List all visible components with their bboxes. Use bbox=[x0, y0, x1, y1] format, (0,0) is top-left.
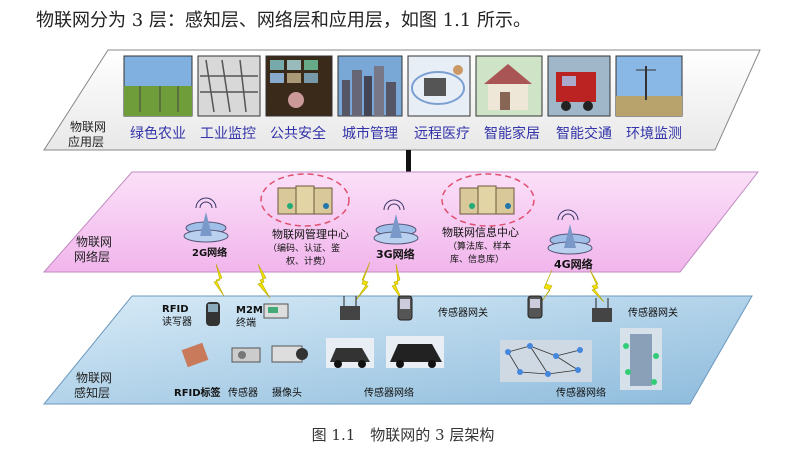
mgmt-center-desc-2: 权、计费） bbox=[286, 255, 331, 267]
mgmt-center-title: 物联网管理中心 bbox=[272, 227, 349, 241]
app-layer-label-2: 应用层 bbox=[68, 134, 104, 149]
net-2g-label: 2G网络 bbox=[192, 246, 227, 259]
router-icon bbox=[592, 298, 612, 322]
industry-image bbox=[197, 55, 261, 117]
sensor-network-label-1: 传感器网络 bbox=[364, 386, 414, 399]
app-item: 公共安全 bbox=[270, 125, 326, 142]
net-4g-label: 4G网络 bbox=[554, 257, 593, 271]
perception-layer-label-1: 物联网 bbox=[76, 371, 112, 385]
app-item: 工业监控 bbox=[200, 126, 256, 142]
m2m-terminal-icon bbox=[263, 303, 289, 319]
app-item: 智能家居 bbox=[484, 125, 540, 142]
intro-text: 物联网分为 3 层：感知层、网络层和应用层，如图 1.1 所示。 bbox=[36, 10, 531, 31]
app-item: 环境监测 bbox=[626, 126, 682, 142]
perception-layer-label-2: 感知层 bbox=[74, 385, 110, 400]
lightning-icon bbox=[589, 269, 605, 303]
agriculture-image bbox=[123, 55, 193, 117]
app-items: 绿色农业 工业监控 公共安全 城市管理 远程医疗 智能家居 智能交通 环境监测 bbox=[130, 125, 682, 142]
m2m-label-1: M2M bbox=[236, 305, 263, 316]
mobile-device-icon bbox=[397, 295, 413, 321]
network-layer-label-1: 物联网 bbox=[76, 235, 112, 249]
server-cluster-icon bbox=[277, 185, 333, 215]
traffic-image bbox=[547, 55, 611, 117]
layer-connector bbox=[406, 150, 411, 174]
lightning-icon bbox=[213, 263, 225, 297]
m2m-label-2: 终端 bbox=[236, 316, 256, 329]
city-image bbox=[337, 55, 403, 117]
router-icon bbox=[340, 296, 360, 320]
car-icon bbox=[326, 338, 374, 368]
building-sensor-icon bbox=[620, 328, 662, 390]
sensor-label: 传感器 bbox=[228, 386, 258, 399]
app-item: 智能交通 bbox=[556, 125, 612, 142]
security-image bbox=[265, 55, 333, 117]
network-layer-label-2: 网络层 bbox=[74, 249, 110, 264]
info-center-circle bbox=[441, 173, 535, 227]
telemedicine-image bbox=[407, 55, 471, 117]
camera-icon bbox=[271, 345, 308, 363]
antenna-3g-icon bbox=[373, 199, 419, 245]
rfid-tag-label: RFID标签 bbox=[174, 386, 222, 399]
sensor-network-icon bbox=[500, 340, 592, 382]
app-item: 绿色农业 bbox=[130, 125, 186, 142]
lightning-icon bbox=[257, 263, 271, 299]
info-center-title: 物联网信息中心 bbox=[442, 225, 519, 239]
info-center-desc-2: 库、信息库） bbox=[450, 253, 504, 265]
database-server-icon bbox=[459, 185, 515, 215]
rfid-reader-icon bbox=[206, 302, 220, 326]
environment-image bbox=[615, 55, 683, 117]
smart-home-image bbox=[475, 55, 543, 117]
figure-caption: 图 1.1 物联网的 3 层架构 bbox=[311, 426, 495, 444]
app-item: 城市管理 bbox=[342, 125, 398, 142]
mgmt-center-circle bbox=[260, 173, 350, 227]
rfid-reader-label-1: RFID bbox=[162, 304, 189, 315]
net-3g-label: 3G网络 bbox=[376, 247, 415, 261]
app-item: 远程医疗 bbox=[414, 126, 470, 142]
sensor-icon bbox=[231, 347, 261, 363]
mgmt-center-desc-1: （编码、认证、鉴 bbox=[268, 242, 340, 254]
sensor-network-label-2: 传感器网络 bbox=[556, 386, 606, 399]
gateway-label-2: 传感器网关 bbox=[628, 306, 678, 319]
info-center-desc-1: （算法库、样本 bbox=[448, 240, 511, 252]
antenna-4g-icon bbox=[547, 209, 593, 255]
rfid-tag-icon bbox=[181, 342, 209, 368]
car-icon bbox=[386, 336, 444, 368]
gateway-label-1: 传感器网关 bbox=[438, 306, 488, 319]
camera-label: 摄像头 bbox=[272, 386, 302, 399]
mobile-device-icon bbox=[527, 295, 543, 319]
antenna-2g-icon bbox=[183, 197, 229, 243]
app-layer-label-1: 物联网 bbox=[70, 120, 106, 134]
rfid-reader-label-2: 读写器 bbox=[162, 315, 192, 328]
app-thumbnails bbox=[123, 55, 683, 117]
